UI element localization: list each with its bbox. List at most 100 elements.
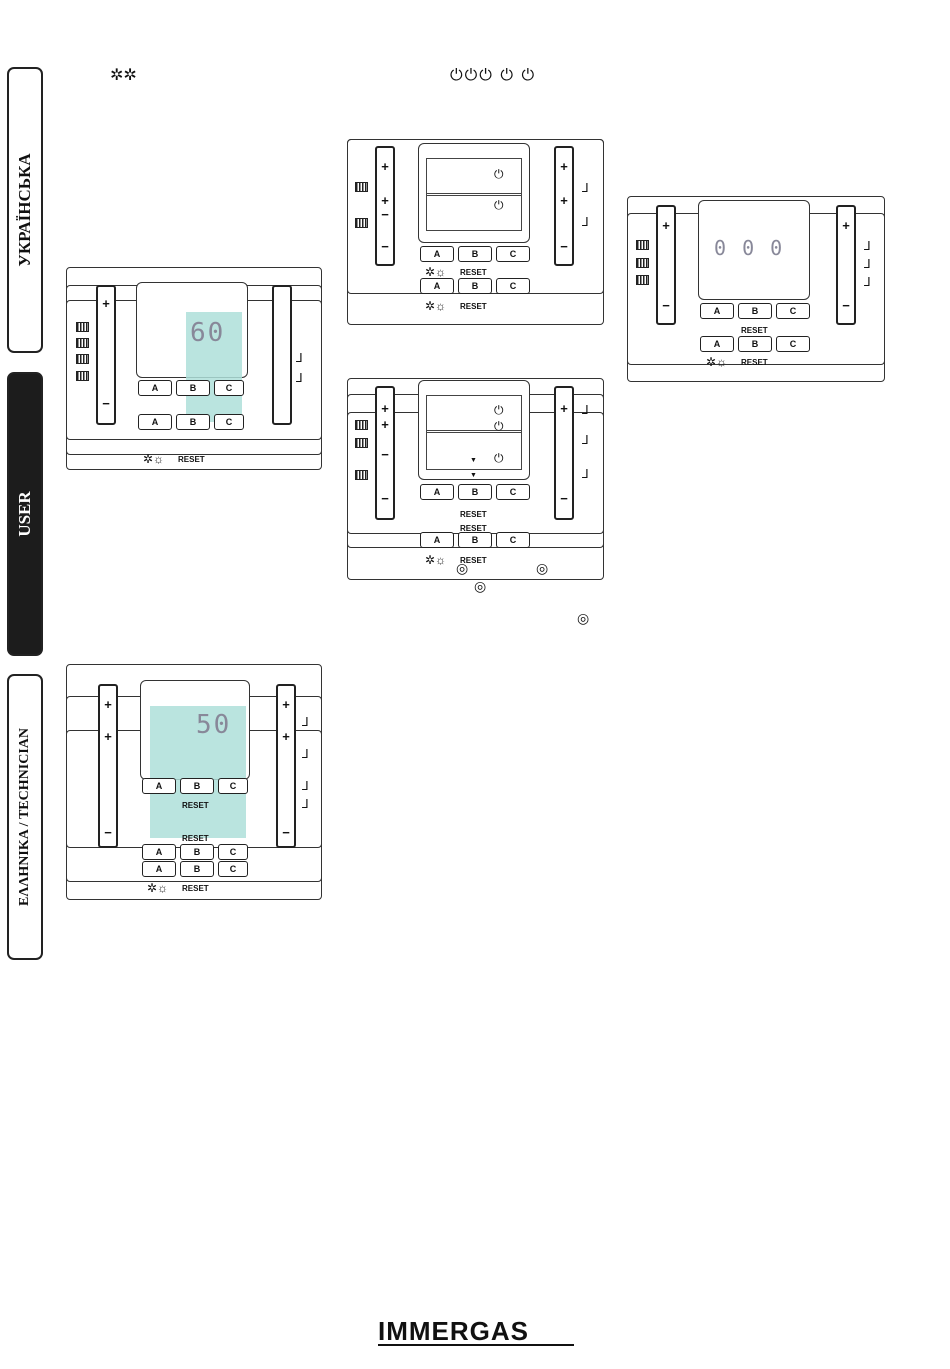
button-c[interactable]: C xyxy=(776,336,810,352)
flame-warning-icon: ◎ xyxy=(474,578,487,594)
minus-label: − xyxy=(560,239,568,254)
minus-label: − xyxy=(842,298,850,313)
button-c[interactable]: C xyxy=(214,414,244,430)
radiator-icon xyxy=(355,420,368,430)
heating-slider[interactable]: + − xyxy=(96,285,116,425)
radiator-icon xyxy=(636,240,649,250)
button-c[interactable]: C xyxy=(496,532,530,548)
logo-underline xyxy=(378,1344,574,1346)
tab-user-label: USER xyxy=(15,491,34,537)
button-c[interactable]: C xyxy=(496,246,530,262)
plus-label: + xyxy=(282,729,290,744)
dhw-slider[interactable]: + + − xyxy=(276,684,296,848)
button-b[interactable]: B xyxy=(176,414,210,430)
radiator-icon xyxy=(76,338,89,348)
display-frame xyxy=(698,200,810,300)
arrow-down-icon: ▼ xyxy=(470,457,477,464)
tap-icon: ⅃ xyxy=(302,779,309,793)
power-icon: ⏻ xyxy=(494,451,504,465)
reset-label: RESET xyxy=(460,302,487,311)
mode-icon: ✲☼ xyxy=(425,299,447,313)
button-a[interactable]: A xyxy=(142,844,176,860)
display-highlight xyxy=(150,706,246,838)
minus-label: − xyxy=(102,396,110,411)
dhw-slider[interactable]: + − xyxy=(554,386,574,520)
flame-warning-icon: ◎ xyxy=(456,560,469,576)
radiator-icon xyxy=(76,371,89,381)
display-highlight xyxy=(186,312,242,422)
plus-label: + xyxy=(102,296,110,311)
button-a[interactable]: A xyxy=(420,278,454,294)
heating-slider[interactable]: + + − xyxy=(98,684,118,848)
button-a[interactable]: A xyxy=(420,532,454,548)
button-c[interactable]: C xyxy=(218,844,248,860)
heating-slider[interactable]: + − xyxy=(656,205,676,325)
button-c[interactable]: C xyxy=(776,303,810,319)
dhw-slider[interactable] xyxy=(272,285,292,425)
button-c[interactable]: C xyxy=(214,380,244,396)
minus-label: − xyxy=(381,239,389,254)
display-digits: 60 xyxy=(190,318,226,348)
display-window xyxy=(426,395,522,433)
dhw-slider[interactable]: + − xyxy=(836,205,856,325)
tap-icon: ⅃ xyxy=(582,433,589,447)
display-digits: 50 xyxy=(196,710,232,740)
button-c[interactable]: C xyxy=(496,484,530,500)
plus-label: + xyxy=(842,218,850,233)
button-b[interactable]: B xyxy=(738,303,772,319)
button-c[interactable]: C xyxy=(218,778,248,794)
minus-label: − xyxy=(104,825,112,840)
button-b[interactable]: B xyxy=(180,778,214,794)
immergas-logo: IMMERGAS xyxy=(378,1316,529,1346)
heating-slider[interactable]: + + − − xyxy=(375,146,395,266)
mode-icon: ✲☼ xyxy=(143,452,165,466)
dhw-slider[interactable]: + + − xyxy=(554,146,574,266)
button-a[interactable]: A xyxy=(420,484,454,500)
button-a[interactable]: A xyxy=(138,414,172,430)
tap-icon: ⅃ xyxy=(582,181,589,195)
radiator-icon xyxy=(76,322,89,332)
tab-top-label: УКРАЇНСЬКА xyxy=(15,153,34,267)
button-c[interactable]: C xyxy=(218,861,248,877)
reset-label: RESET xyxy=(460,556,487,565)
plus-label: + xyxy=(282,697,290,712)
button-a[interactable]: A xyxy=(700,303,734,319)
display-window xyxy=(426,158,522,196)
heating-slider[interactable]: + + − − xyxy=(375,386,395,520)
tab-user: USER xyxy=(7,372,43,656)
mode-icon: ✲☼ xyxy=(425,265,447,279)
tap-icon: ⅃ xyxy=(296,371,303,385)
button-a[interactable]: A xyxy=(138,380,172,396)
button-a[interactable]: A xyxy=(142,778,176,794)
tap-icon: ⅃ xyxy=(864,275,871,289)
button-a[interactable]: A xyxy=(700,336,734,352)
button-b[interactable]: B xyxy=(180,844,214,860)
plus-label: + xyxy=(560,193,568,208)
button-b[interactable]: B xyxy=(458,246,492,262)
minus-label: − xyxy=(381,491,389,506)
plus-label: + xyxy=(381,417,389,432)
power-icon: ⏻ xyxy=(494,403,504,417)
button-b[interactable]: B xyxy=(176,380,210,396)
button-a[interactable]: A xyxy=(420,246,454,262)
minus-label: − xyxy=(381,207,389,222)
tap-icon: ⅃ xyxy=(302,747,309,761)
tap-icon: ⅃ xyxy=(582,215,589,229)
plus-label: + xyxy=(104,697,112,712)
reset-label: RESET xyxy=(182,834,209,843)
button-b[interactable]: B xyxy=(738,336,772,352)
tap-icon: ⅃ xyxy=(582,403,589,417)
button-a[interactable]: A xyxy=(142,861,176,877)
display-digits: 0 0 0 xyxy=(714,236,785,260)
button-b[interactable]: B xyxy=(458,484,492,500)
button-c[interactable]: C xyxy=(496,278,530,294)
tap-icon: ⅃ xyxy=(582,467,589,481)
tap-icon: ⅃ xyxy=(864,239,871,253)
radiator-icon xyxy=(355,182,368,192)
radiator-icon xyxy=(636,275,649,285)
reset-label: RESET xyxy=(741,326,768,335)
button-b[interactable]: B xyxy=(458,278,492,294)
button-b[interactable]: B xyxy=(458,532,492,548)
button-b[interactable]: B xyxy=(180,861,214,877)
mode-icon: ✲☼ xyxy=(147,881,169,895)
